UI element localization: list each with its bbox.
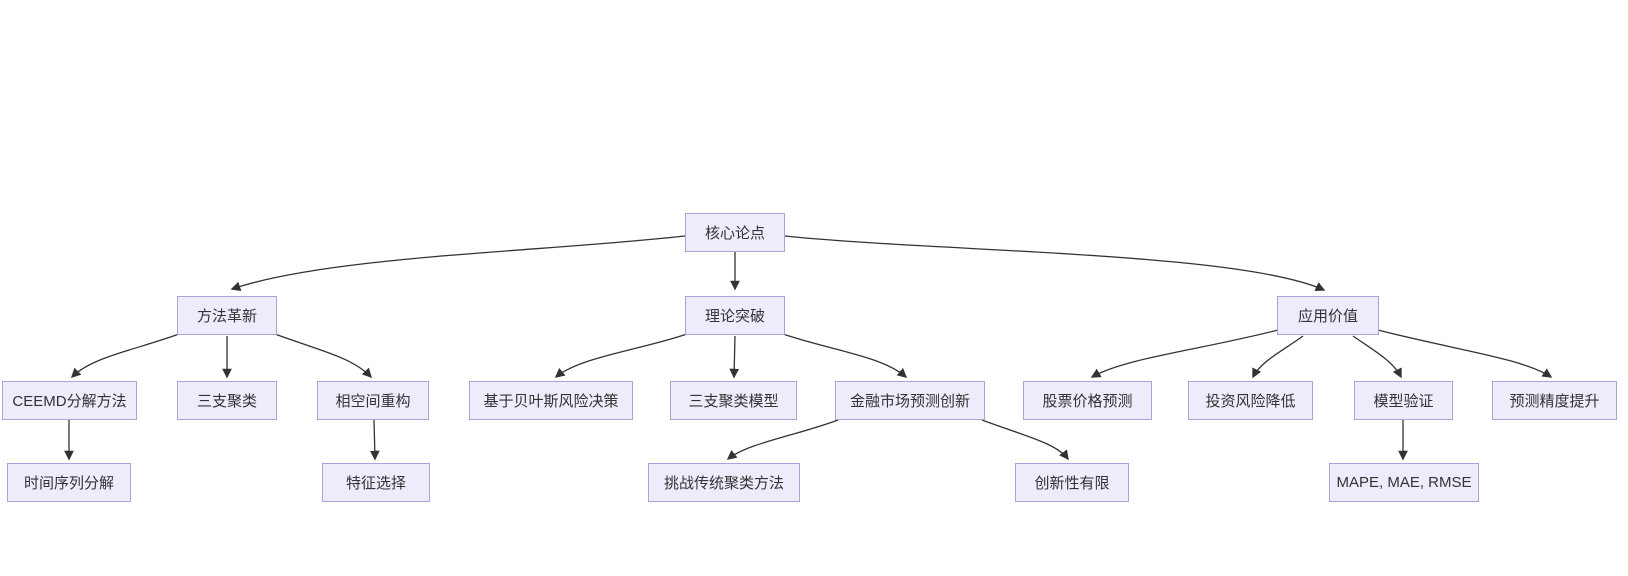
node-metrics-mape-mae-rmse: MAPE, MAE, RMSE — [1329, 463, 1479, 502]
edge-method-to-phase — [274, 333, 373, 379]
node-core-thesis: 核心论点 — [685, 213, 785, 252]
edge-theory-to-finance — [782, 333, 908, 378]
node-application-value: 应用价值 — [1277, 296, 1379, 335]
node-feature-selection: 特征选择 — [322, 463, 430, 502]
node-three-way-clustering-model: 三支聚类模型 — [670, 381, 797, 420]
edge-application-to-risk — [1252, 335, 1304, 379]
node-financial-market-forecast-innovation: 金融市场预测创新 — [835, 381, 985, 420]
node-investment-risk-reduction: 投资风险降低 — [1188, 381, 1313, 420]
edge-theory-to-twcmodel — [729, 335, 740, 379]
edge-method-to-ceemd — [70, 333, 180, 379]
node-phase-space-reconstruction: 相空间重构 — [317, 381, 429, 420]
edge-application-to-accuracy — [1377, 329, 1553, 378]
node-three-way-clustering: 三支聚类 — [177, 381, 277, 420]
edge-finance-to-challenge — [726, 419, 839, 460]
node-model-validation: 模型验证 — [1354, 381, 1453, 420]
node-time-series-decomposition: 时间序列分解 — [7, 463, 131, 502]
edge-finance-to-limited — [981, 419, 1069, 461]
edge-application-to-stock — [1090, 329, 1279, 378]
node-bayesian-risk-decision: 基于贝叶斯风险决策 — [469, 381, 633, 420]
node-ceemd-decomposition: CEEMD分解方法 — [2, 381, 137, 420]
node-challenge-traditional-clustering: 挑战传统聚类方法 — [648, 463, 800, 502]
edge-core-to-method — [230, 235, 686, 291]
node-stock-price-prediction: 股票价格预测 — [1023, 381, 1152, 420]
edge-core-to-application — [784, 235, 1326, 292]
node-limited-novelty: 创新性有限 — [1015, 463, 1129, 502]
edge-application-to-validation — [1352, 335, 1402, 379]
node-theory-breakthrough: 理论突破 — [685, 296, 785, 335]
edge-theory-to-bayes — [554, 333, 688, 378]
edge-phase-to-feature — [369, 419, 380, 461]
node-method-innovation: 方法革新 — [177, 296, 277, 335]
node-forecast-accuracy-improvement: 预测精度提升 — [1492, 381, 1617, 420]
